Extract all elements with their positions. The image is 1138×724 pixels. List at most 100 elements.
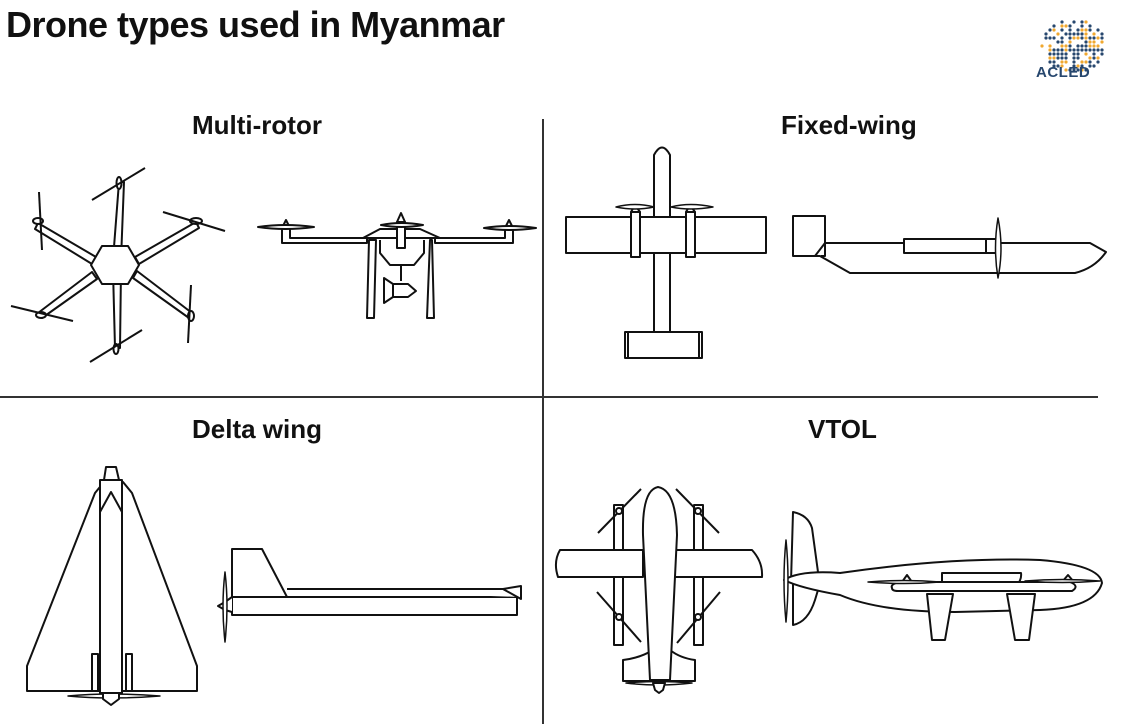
logo-dot	[1056, 40, 1060, 44]
logo-dot	[1068, 40, 1072, 44]
logo-dot	[1068, 48, 1072, 52]
logo-dot	[1096, 60, 1100, 64]
logo-dot	[1084, 36, 1088, 40]
logo-dot	[1052, 24, 1056, 28]
logo-dot	[1064, 56, 1068, 60]
logo-dot	[1056, 32, 1060, 36]
logo-dot	[1044, 32, 1048, 36]
logo-dot	[1068, 28, 1072, 32]
fixed-wing-side-view	[792, 215, 1107, 279]
logo-dot	[1076, 28, 1080, 32]
logo-dot	[1068, 24, 1072, 28]
logo-dot	[1072, 20, 1076, 24]
logo-dot	[1076, 48, 1080, 52]
horizontal-divider	[0, 396, 1098, 398]
logo-dot	[1064, 44, 1068, 48]
logo-dot	[1096, 48, 1100, 52]
logo-dot	[1084, 60, 1088, 64]
logo-dot	[1092, 40, 1096, 44]
logo-dot	[1060, 52, 1064, 56]
logo-dot	[1080, 24, 1084, 28]
logo-dot	[1092, 36, 1096, 40]
logo-dot	[1060, 28, 1064, 32]
logo-dot	[1080, 60, 1084, 64]
logo-dot	[1048, 28, 1052, 32]
logo-dot	[1060, 44, 1064, 48]
logo-dot	[1088, 28, 1092, 32]
logo-dot	[1100, 32, 1104, 36]
logo-dot	[1100, 48, 1104, 52]
logo-dot	[1084, 68, 1088, 72]
logo-dot	[1048, 52, 1052, 56]
logo-dot	[1072, 36, 1076, 40]
logo-dot	[1060, 36, 1064, 40]
logo-dot	[1060, 56, 1064, 60]
logo-dot	[1084, 48, 1088, 52]
logo-dot	[1072, 32, 1076, 36]
logo-dot	[1100, 40, 1104, 44]
logo-dot	[1048, 36, 1052, 40]
logo-dot	[1076, 68, 1080, 72]
logo-dot	[1084, 44, 1088, 48]
logo-dot	[1096, 36, 1100, 40]
logo-dot	[1080, 44, 1084, 48]
page-title: Drone types used in Myanmar	[6, 4, 505, 45]
logo-dot	[1056, 56, 1060, 60]
logo-dot	[1076, 36, 1080, 40]
logo-dot	[1076, 52, 1080, 56]
logo-dot	[1048, 56, 1052, 60]
logo-dot	[1072, 68, 1076, 72]
logo-dot	[1052, 36, 1056, 40]
logo-dot	[1068, 36, 1072, 40]
logo-dot	[1096, 56, 1100, 60]
logo-dot	[1072, 60, 1076, 64]
logo-dot	[1092, 52, 1096, 56]
logo-dot	[1040, 44, 1044, 48]
logo-dot	[1052, 48, 1056, 52]
logo-dot	[1048, 44, 1052, 48]
logo-dot	[1044, 36, 1048, 40]
logo-dot	[1084, 28, 1088, 32]
logo-dot	[1092, 44, 1096, 48]
logo-dot	[1068, 68, 1072, 72]
fixed-wing-top-view	[565, 146, 767, 359]
quadrant-title-multi-rotor: Multi-rotor	[192, 110, 322, 140]
logo-dot	[1084, 40, 1088, 44]
logo-dot	[1060, 64, 1064, 68]
logo-dot	[1064, 48, 1068, 52]
logo-dot	[1096, 28, 1100, 32]
quadcopter-side-view	[257, 212, 537, 319]
logo-dot	[1100, 36, 1104, 40]
logo-dot	[1092, 32, 1096, 36]
logo-dot	[1088, 36, 1092, 40]
logo-dot	[1052, 52, 1056, 56]
logo-dot	[1064, 24, 1068, 28]
logo-dot	[1100, 52, 1104, 56]
logo-dot	[1080, 68, 1084, 72]
logo-dot	[1096, 44, 1100, 48]
logo-dot	[1048, 60, 1052, 64]
logo-dot	[1076, 44, 1080, 48]
logo-dot	[1080, 64, 1084, 68]
logo-dot	[1068, 32, 1072, 36]
logo-dot	[1060, 48, 1064, 52]
logo-dot	[1060, 20, 1064, 24]
logo-dot	[1072, 56, 1076, 60]
logo-dot	[1088, 44, 1092, 48]
logo-dot	[1092, 48, 1096, 52]
vtol-side-view	[783, 511, 1103, 641]
logo-dot	[1052, 56, 1056, 60]
delta-wing-side-view	[217, 548, 522, 643]
vtol-top-view	[554, 486, 764, 694]
logo-dot	[1068, 44, 1072, 48]
logo-dot	[1088, 48, 1092, 52]
logo-dot	[1092, 56, 1096, 60]
vertical-divider	[542, 119, 544, 724]
logo-dot	[1088, 64, 1092, 68]
logo-dot	[1060, 60, 1064, 64]
logo-dot	[1064, 60, 1068, 64]
logo-dot	[1076, 32, 1080, 36]
acled-globe-logo	[1040, 20, 1104, 72]
quadrant-title-fixed-wing: Fixed-wing	[781, 110, 917, 140]
